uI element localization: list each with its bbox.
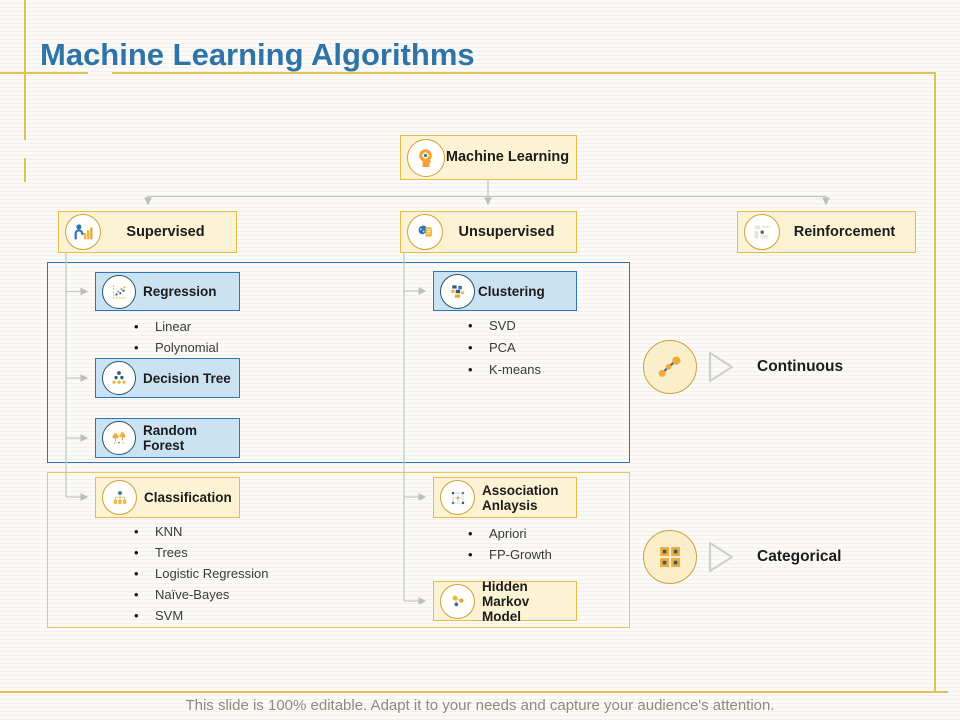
node-supervised: Supervised <box>58 211 237 253</box>
brain-document-icon <box>407 214 443 250</box>
chevron-right-icon <box>706 540 736 579</box>
list-item: Naïve-Bayes <box>128 584 268 605</box>
head-gear-icon <box>407 138 445 177</box>
bottom-rule <box>0 691 948 693</box>
regression-items: Linear Polynomial <box>128 316 219 358</box>
node-machine-learning: Machine Learning <box>400 135 577 180</box>
association-items: Apriori FP-Growth <box>462 523 552 565</box>
node-label: Random Forest <box>143 423 197 453</box>
node-unsupervised: Unsupervised <box>400 211 577 253</box>
node-decision-tree: Decision Tree <box>95 358 240 398</box>
cluster-blocks-icon <box>440 273 475 309</box>
node-regression: Regression <box>95 272 240 311</box>
top-rule-right-segment <box>112 72 936 74</box>
four-squares-icon <box>643 530 697 584</box>
linked-grid-icon <box>440 480 475 515</box>
list-item: Logistic Regression <box>128 563 268 584</box>
continuous-label: Continuous <box>757 358 844 375</box>
continuous-group-container <box>47 262 630 463</box>
tree-nodes-icon <box>102 361 136 395</box>
top-rule-left-segment <box>0 72 88 74</box>
line-points-icon <box>643 340 697 394</box>
node-label-line2: Markov Model <box>482 593 530 624</box>
scatter-plot-icon <box>102 274 136 309</box>
right-rule <box>934 72 936 692</box>
node-label-line1: Association <box>482 482 559 498</box>
footer-text: This slide is 100% editable. Adapt it to… <box>185 697 775 714</box>
node-classification: Classification <box>95 477 240 518</box>
page-title: Machine Learning Algorithms <box>40 36 475 72</box>
hierarchy-icon <box>102 480 137 515</box>
node-label: Supervised <box>126 223 205 240</box>
list-item: Linear <box>128 316 219 337</box>
node-label: Reinforcement <box>793 223 896 240</box>
node-label: Unsupervised <box>458 223 555 240</box>
node-label-line2: Anlaysis <box>482 497 538 513</box>
list-item: Polynomial <box>128 337 219 358</box>
list-item: KNN <box>128 521 268 542</box>
list-item: Apriori <box>462 523 552 544</box>
faint-grid-icon <box>744 214 780 250</box>
person-chart-icon <box>65 214 101 250</box>
list-item: FP-Growth <box>462 544 552 565</box>
left-rule-lower-segment <box>24 158 26 182</box>
forest-icon <box>102 421 136 455</box>
categorical-label: Categorical <box>757 548 842 565</box>
node-reinforcement: Reinforcement <box>737 211 916 253</box>
node-label: Classification <box>144 490 232 505</box>
node-label: Clustering <box>478 283 545 299</box>
node-random-forest: Random Forest <box>95 418 240 458</box>
linked-circles-icon <box>440 583 475 619</box>
categorical-group-container <box>47 472 630 628</box>
classification-items: KNN Trees Logistic Regression Naïve-Baye… <box>128 521 268 626</box>
node-label: Decision Tree <box>143 370 231 386</box>
clustering-items: SVD PCA K-means <box>462 315 541 381</box>
list-item: K-means <box>462 359 541 381</box>
node-clustering: Clustering <box>433 271 577 311</box>
chevron-right-icon <box>706 350 736 389</box>
node-label-line1: Hidden <box>482 578 528 594</box>
node-label: Association Anlaysis <box>482 483 559 513</box>
node-label: Machine Learning <box>445 149 570 165</box>
node-label: Regression <box>143 284 217 299</box>
list-item: PCA <box>462 337 541 359</box>
node-association-analysis: Association Anlaysis <box>433 477 577 518</box>
node-hidden-markov-model: Hidden Markov Model <box>433 579 577 624</box>
list-item: Trees <box>128 542 268 563</box>
list-item: SVD <box>462 315 541 337</box>
node-label: Hidden Markov Model <box>482 579 570 624</box>
list-item: SVM <box>128 605 268 626</box>
left-rule-upper-segment <box>24 0 26 140</box>
